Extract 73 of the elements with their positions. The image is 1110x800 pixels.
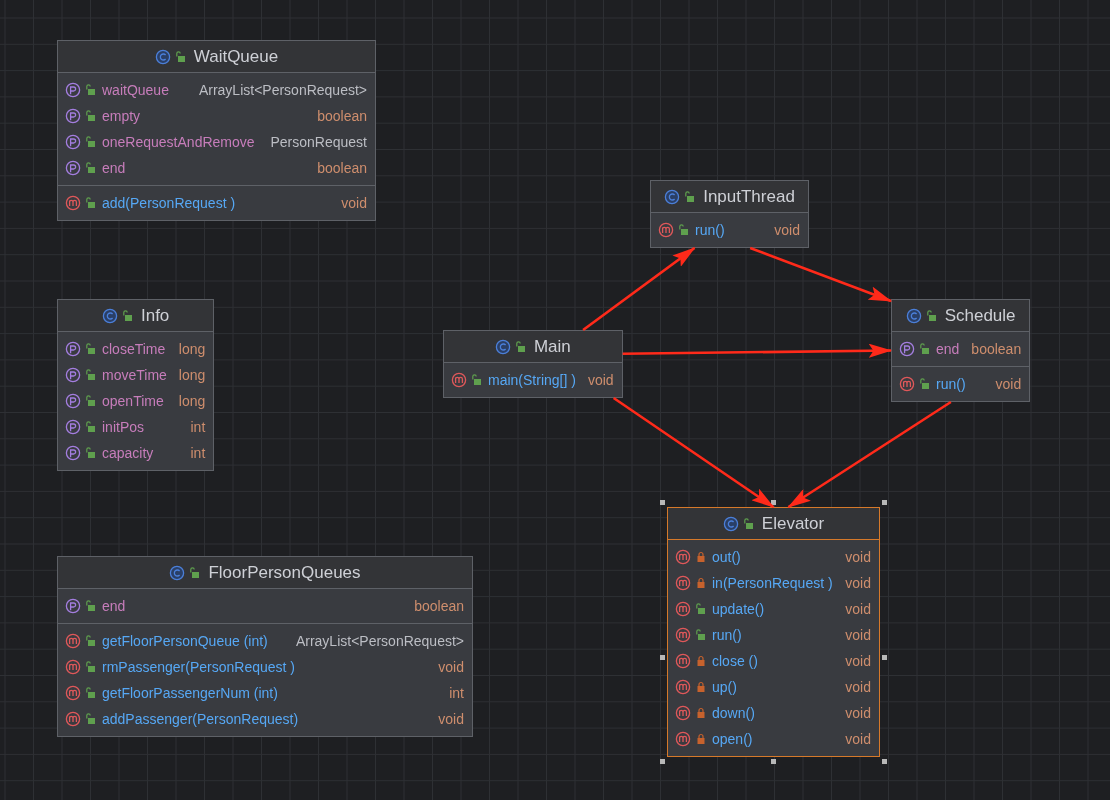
method-name: open(): [712, 731, 753, 747]
method-name: addPassenger(PersonRequest): [102, 711, 299, 727]
return-type: void: [844, 601, 871, 617]
field-type: ArrayList<PersonRequest>: [197, 82, 367, 98]
field-type: boolean: [316, 108, 367, 124]
return-type: void: [340, 195, 367, 211]
field-type: int: [189, 419, 206, 435]
field-type: long: [177, 341, 206, 357]
method-name: close (): [712, 653, 758, 669]
field-type: boolean: [970, 341, 1022, 357]
class-box: [891, 299, 1031, 402]
return-type: void: [844, 679, 871, 695]
field-name: waitQueue: [102, 82, 169, 98]
method-name: add(PersonRequest ): [102, 195, 236, 211]
arrow: [787, 400, 952, 509]
return-type: void: [844, 549, 871, 565]
field-name: end: [936, 341, 960, 357]
field-type: PersonRequest: [269, 134, 367, 150]
return-type: void: [844, 653, 871, 669]
method-name: update(): [712, 601, 765, 617]
field-type: long: [177, 393, 206, 409]
return-type: void: [437, 659, 464, 675]
field-name: empty: [102, 108, 141, 124]
return-type: void: [437, 711, 464, 727]
return-type: ArrayList<PersonRequest>: [294, 633, 464, 649]
class-box: [667, 507, 880, 757]
return-type: void: [844, 627, 871, 643]
return-type: void: [773, 222, 800, 238]
return-type: void: [586, 372, 614, 388]
class-name: Schedule: [944, 305, 1016, 326]
class-box: [57, 556, 473, 737]
field-type: boolean: [413, 598, 464, 614]
field-name: end: [102, 160, 126, 176]
field-type: int: [189, 445, 206, 461]
field-name: end: [102, 598, 126, 614]
method-name: getFloorPassengerNum (int): [102, 685, 278, 701]
field-name: capacity: [102, 445, 154, 461]
class-box: [443, 330, 623, 398]
class-name: InputThread: [703, 186, 795, 207]
return-type: int: [448, 685, 464, 701]
class-box: [650, 180, 809, 248]
arrow: [622, 343, 893, 358]
arrow: [749, 246, 893, 303]
method-name: out(): [712, 549, 741, 565]
class-name: Elevator: [761, 513, 825, 534]
method-name: rmPassenger(PersonRequest ): [102, 659, 295, 675]
field-name: closeTime: [102, 341, 166, 357]
method-name: run(): [695, 222, 725, 238]
class-name: Main: [533, 336, 571, 357]
field-name: initPos: [102, 419, 145, 435]
class-box: [57, 40, 376, 221]
class-name: Info: [140, 305, 170, 326]
class-name: WaitQueue: [193, 46, 279, 67]
return-type: void: [844, 575, 871, 591]
method-name: main(String[] ): [488, 372, 576, 388]
field-name: openTime: [102, 393, 164, 409]
field-name: moveTime: [102, 367, 167, 383]
method-name: run(): [712, 627, 742, 643]
method-name: run(): [936, 376, 966, 392]
return-type: void: [844, 705, 871, 721]
arrow: [612, 396, 775, 509]
method-name: getFloorPersonQueue (int): [102, 633, 268, 649]
class-box: [57, 299, 215, 471]
class-name: FloorPersonQueues: [208, 562, 361, 583]
method-name: down(): [712, 705, 755, 721]
return-type: void: [994, 376, 1022, 392]
method-name: up(): [712, 679, 737, 695]
return-type: void: [844, 731, 871, 747]
arrow: [582, 246, 696, 332]
field-type: long: [177, 367, 206, 383]
field-name: oneRequestAndRemove: [102, 134, 255, 150]
field-type: boolean: [316, 160, 367, 176]
method-name: in(PersonRequest ): [712, 575, 833, 591]
